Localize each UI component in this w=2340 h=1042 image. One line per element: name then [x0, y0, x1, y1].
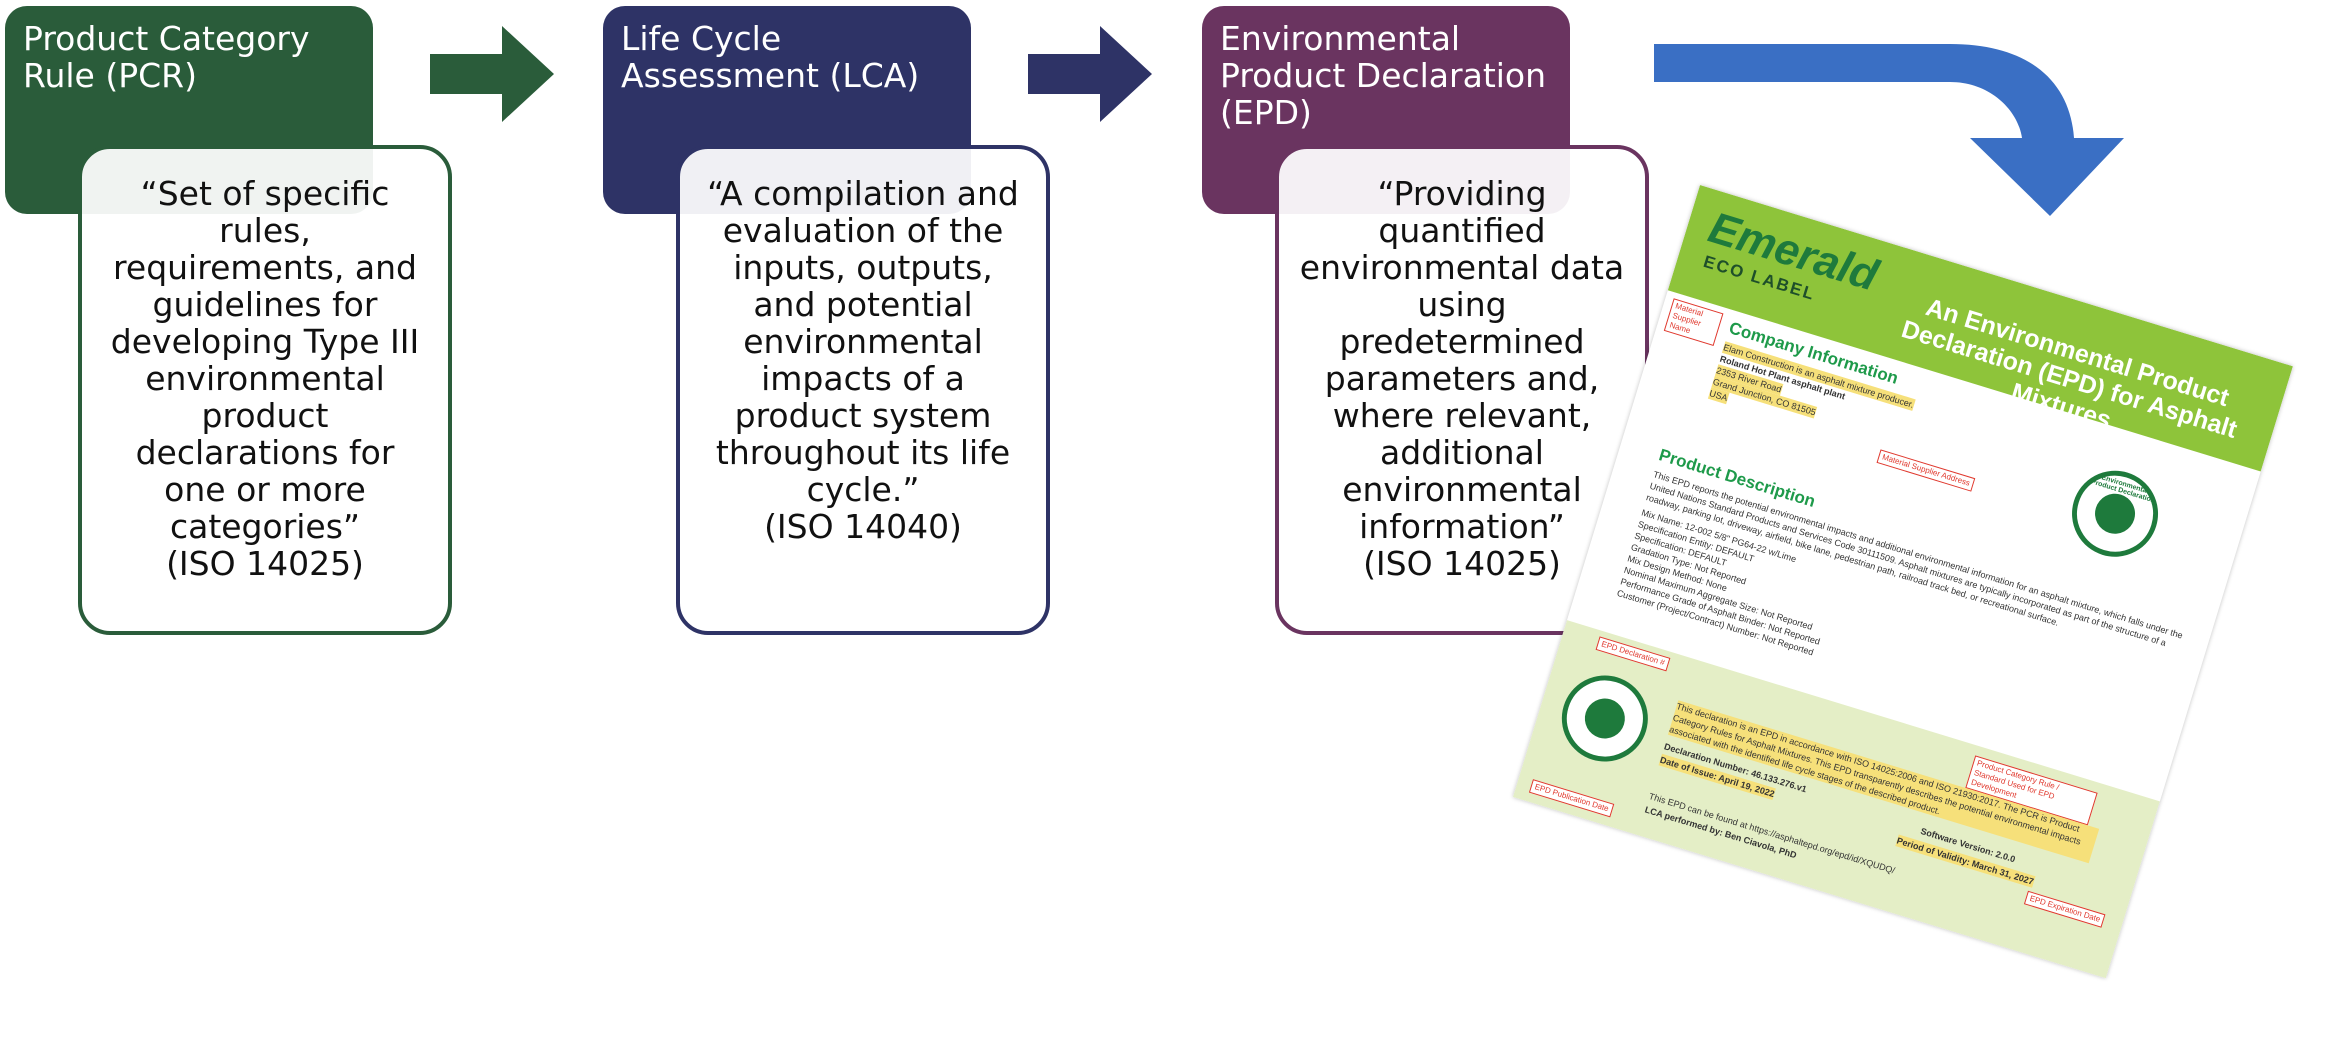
epd-definition-quote: “Providing quantified environmental data… [1299, 174, 1625, 546]
pcr-definition-card: “Set of specific rules, requirements, an… [78, 145, 452, 635]
pcr-definition-source: (ISO 14025) [166, 544, 364, 583]
epd-definition-card: “Providing quantified environmental data… [1275, 145, 1649, 635]
lca-definition-card: “A compilation and evaluation of the inp… [676, 145, 1050, 635]
epd-declaration-label: EPD Declaration # [1595, 636, 1671, 672]
pcr-definition-quote: “Set of specific rules, requirements, an… [110, 174, 420, 546]
supplier-name-label: Material Supplier Name [1663, 298, 1724, 346]
expiration-date-label: EPD Expiration Date [2023, 890, 2106, 928]
publication-date-label: EPD Publication Date [1528, 779, 1615, 818]
arrow-lca-to-epd [1028, 26, 1152, 122]
pcr-header-text: Product Category Rule (PCR) [23, 19, 310, 95]
epd-header-text: Environmental Product Declaration (EPD) [1220, 19, 1547, 132]
arrow-epd-to-document [1654, 44, 2124, 216]
epd-url-text: This EPD can be found at https://asphalt… [1647, 791, 1897, 876]
epd-definition-source: (ISO 14025) [1363, 544, 1561, 583]
declaration-section: EPD Declaration # Product Category Rule … [1512, 620, 2160, 979]
lca-header-text: Life Cycle Assessment (LCA) [621, 19, 920, 95]
epd-seal-icon-2 [1551, 664, 1659, 773]
arrow-pcr-to-lca [430, 26, 554, 122]
leaf-icon [1579, 693, 1630, 744]
lca-definition-source: (ISO 14040) [764, 507, 962, 546]
epd-seal-icon: Environmental Product Declaration [2061, 460, 2169, 568]
epd-header: Environmental Product Declaration (EPD) [1202, 6, 1570, 214]
lca-definition-quote: “A compilation and evaluation of the inp… [707, 174, 1019, 509]
